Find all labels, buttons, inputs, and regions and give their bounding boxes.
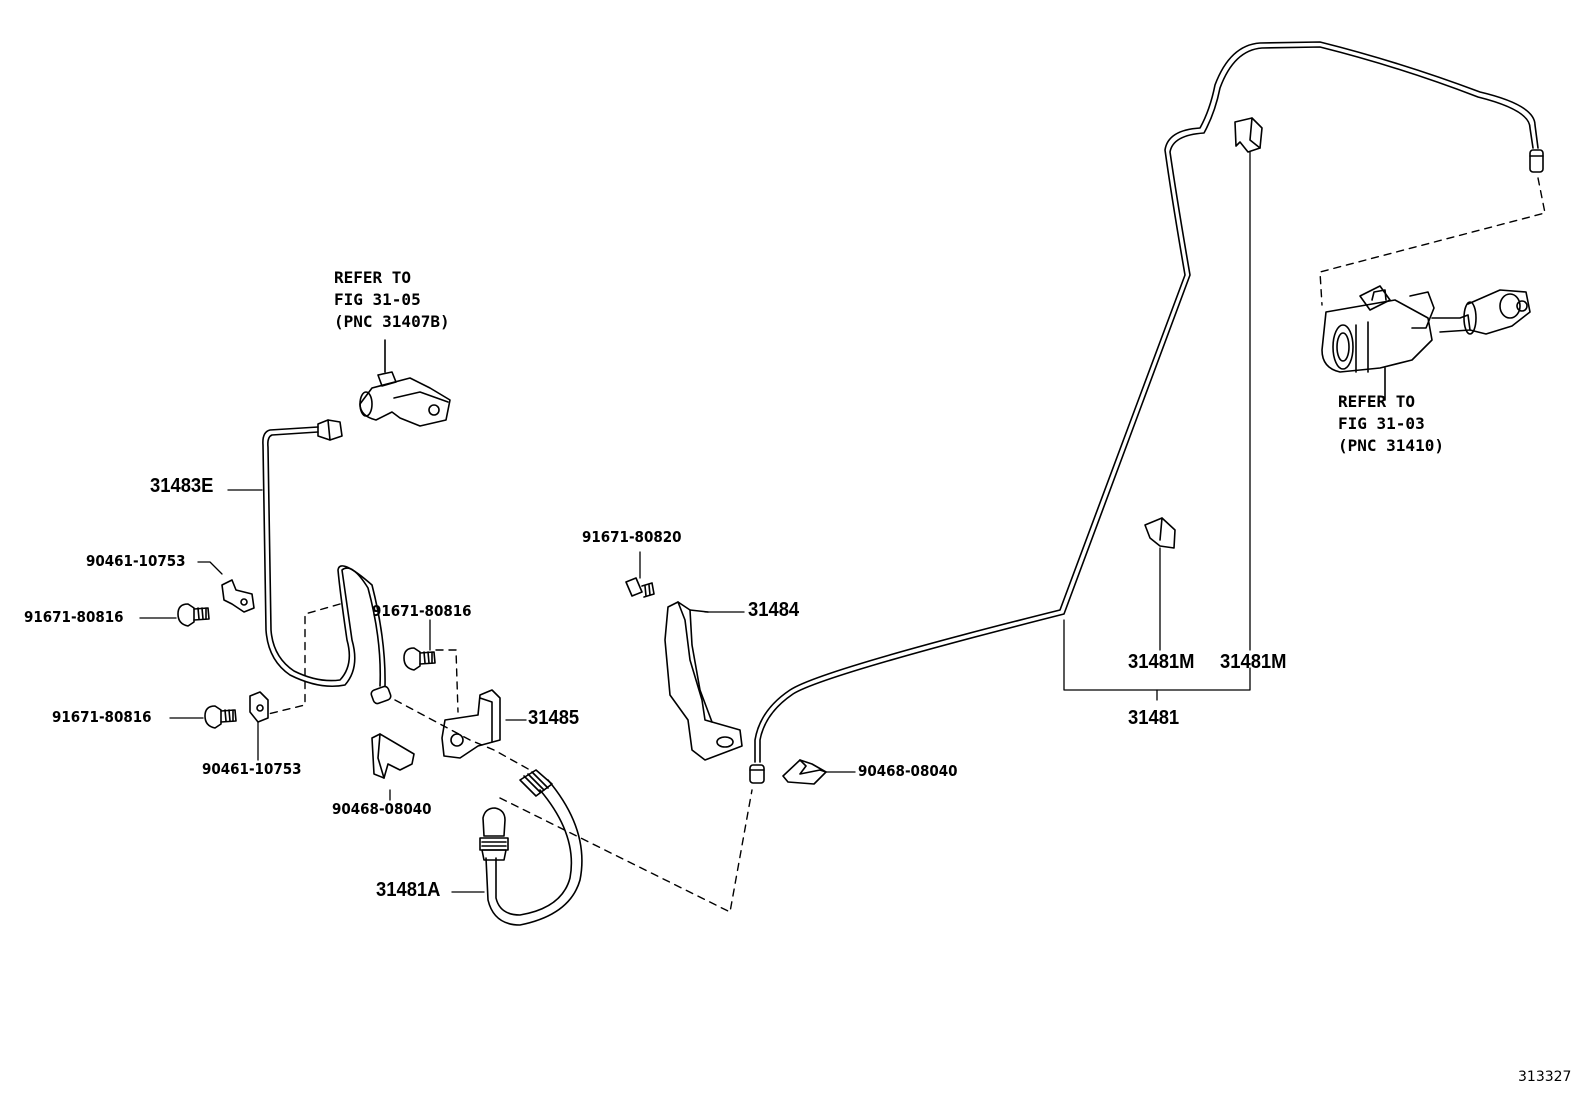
part-label-31481[interactable]: 31481	[1128, 707, 1180, 729]
note-line: (PNC 31407B)	[334, 312, 450, 331]
bracket-31484	[664, 601, 743, 761]
part-label-91671-80816-bottom[interactable]: 91671-80816	[52, 708, 152, 726]
leader-lines	[227, 489, 745, 721]
bracket-31485	[441, 689, 501, 759]
part-label-91671-80816-mid[interactable]: 91671-80816	[372, 602, 472, 620]
part-label-91671-80816-left[interactable]: 91671-80816	[24, 608, 124, 626]
leader-31481	[1063, 151, 1251, 701]
note-line: REFER TO	[1338, 392, 1416, 411]
part-label-31481a[interactable]: 31481A	[376, 879, 441, 901]
figure-number: 313327	[1518, 1069, 1572, 1085]
bolt-91671-80820	[625, 551, 655, 598]
part-label-31481m-b[interactable]: 31481M	[1220, 651, 1287, 673]
bolt-91671-80816-bottom	[169, 705, 237, 729]
part-label-31484[interactable]: 31484	[748, 599, 800, 621]
note-fig-31-05: REFER TO FIG 31-05 (PNC 31407B)	[334, 267, 450, 333]
part-label-90468-08040-left[interactable]: 90468-08040	[332, 800, 432, 818]
part-label-90461-10753-bottom[interactable]: 90461-10753	[202, 760, 302, 778]
note-line: FIG 31-03	[1338, 414, 1425, 433]
bolt-91671-80816-left	[139, 603, 210, 627]
part-label-31483e[interactable]: 31483E	[150, 475, 214, 497]
clamp-90461-10753-top	[197, 561, 255, 613]
part-label-31481m-a[interactable]: 31481M	[1128, 651, 1195, 673]
note-line: REFER TO	[334, 268, 412, 287]
note-line: FIG 31-05	[334, 290, 421, 309]
bolt-91671-80816-mid	[403, 619, 436, 671]
dashed-connections	[267, 603, 753, 913]
part-label-90468-08040-right[interactable]: 90468-08040	[858, 762, 958, 780]
clamp-90461-10753-bottom	[249, 691, 269, 761]
clutch-tube-31481	[749, 41, 1544, 784]
flexible-hose-31481a	[451, 769, 583, 926]
union-fitting-31407b	[359, 339, 451, 427]
note-line: (PNC 31410)	[1338, 436, 1444, 455]
clutch-tube-31483e	[262, 419, 392, 705]
note-fig-31-03: REFER TO FIG 31-03 (PNC 31410)	[1338, 391, 1444, 457]
master-cylinder	[1321, 285, 1531, 401]
clamp-31481m-lower	[1144, 517, 1176, 549]
part-label-90461-10753-top[interactable]: 90461-10753	[86, 552, 186, 570]
clip-90468-08040-right	[782, 759, 856, 785]
clip-90468-08040-left	[371, 733, 415, 801]
clamp-31481m-upper	[1234, 117, 1263, 153]
part-label-91671-80820[interactable]: 91671-80820	[582, 528, 682, 546]
dashed-connection-top	[1319, 177, 1546, 306]
part-label-31485[interactable]: 31485	[528, 707, 580, 729]
